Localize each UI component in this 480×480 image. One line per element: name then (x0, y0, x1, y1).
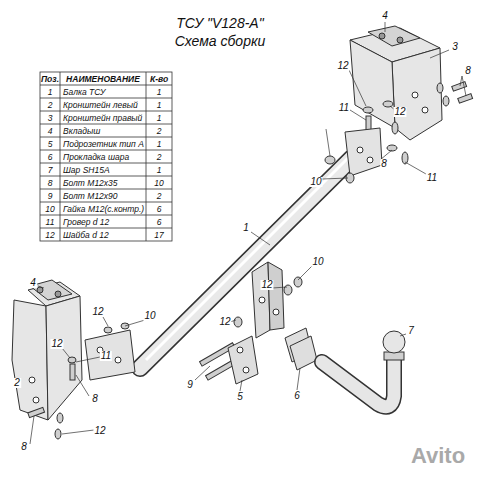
callout-number: 12 (218, 317, 231, 327)
callout-number: 5 (236, 392, 244, 402)
table-cell: 6 (48, 152, 53, 161)
watermark: Avito (411, 445, 465, 467)
table-cell: 6 (157, 217, 162, 226)
table-cell: 1 (48, 87, 53, 96)
callout-number: 2 (13, 378, 21, 388)
table-cell: 5 (48, 139, 53, 148)
callout-number: 8 (380, 159, 388, 169)
callout-number: 8 (464, 66, 472, 76)
callout-number: 10 (309, 177, 322, 187)
diagram-title: ТСУ "V128-A" Схема сборки (161, 15, 279, 50)
parts-table-grid (40, 72, 172, 241)
callout-number: 12 (91, 307, 104, 317)
callout-number: 6 (293, 391, 301, 401)
table-cell: 1 (157, 165, 162, 174)
table-cell: 17 (154, 230, 163, 239)
callout-number: 12 (50, 339, 63, 349)
callout-number: 1 (242, 223, 250, 233)
table-cell: 4 (48, 126, 53, 135)
callout-number: 4 (381, 11, 389, 21)
callout-number: 10 (143, 311, 156, 321)
table-cell: 3 (48, 113, 53, 122)
callout-number: 7 (407, 326, 415, 336)
table-cell: Болт M12х90 (63, 191, 118, 200)
left-fasteners (28, 323, 129, 439)
table-header: К-во (150, 74, 168, 83)
callout-number: 12 (336, 61, 349, 71)
callout-number: 8 (20, 442, 28, 452)
towbar-beam (85, 128, 382, 380)
table-cell: 10 (154, 178, 163, 187)
callout-number: 8 (91, 394, 99, 404)
table-cell: 8 (48, 178, 53, 187)
table-cell: 7 (48, 165, 53, 174)
callout-number: 10 (311, 257, 324, 267)
callout-number: 11 (338, 103, 350, 113)
table-cell: 6 (157, 204, 162, 213)
table-cell: 12 (45, 230, 54, 239)
table-cell: Балка ТСУ (63, 87, 105, 96)
table-cell: Вкладыш (63, 126, 100, 135)
centre-fasteners (200, 156, 354, 380)
callout-number: 3 (451, 42, 459, 52)
callout-number: 11 (426, 173, 438, 183)
callout-number: 12 (260, 280, 273, 290)
table-cell: 11 (46, 217, 55, 226)
table-header: Поз. (41, 74, 59, 83)
table-header: НАИМЕНОВАНИЕ (66, 74, 140, 83)
table-cell: Гровер d 12 (63, 217, 109, 226)
table-cell: 1 (157, 113, 162, 122)
left-bracket (12, 280, 82, 420)
table-cell: 10 (45, 204, 54, 213)
table-cell: Прокладка шара (63, 152, 129, 161)
callout-number: 12 (393, 107, 406, 117)
table-cell: Шайба d 12 (63, 230, 109, 239)
table-cell: 9 (48, 191, 53, 200)
table-cell: 2 (157, 126, 162, 135)
callout-number: 9 (186, 380, 194, 390)
table-cell: Шар SH15A (63, 165, 110, 174)
right-bracket (350, 26, 442, 140)
table-cell: 2 (157, 191, 162, 200)
tow-ball (322, 331, 405, 407)
plates (228, 328, 317, 384)
leader-lines (30, 22, 466, 444)
table-cell: Болт M12х35 (63, 178, 118, 187)
table-cell: Кронштейн правый (63, 113, 142, 122)
callout-number: 12 (93, 426, 106, 436)
table-cell: Гайка M12(с.контр.) (63, 204, 144, 213)
callout-number: 4 (29, 278, 37, 288)
table-cell: 1 (157, 87, 162, 96)
table-cell: Подрозетник тип А (63, 139, 144, 148)
table-cell: 2 (157, 152, 162, 161)
table-cell: 1 (157, 100, 162, 109)
callout-number: 11 (100, 351, 112, 361)
table-cell: Кронштейн левый (63, 100, 138, 109)
table-cell: 2 (48, 100, 53, 109)
table-cell: 1 (157, 139, 162, 148)
